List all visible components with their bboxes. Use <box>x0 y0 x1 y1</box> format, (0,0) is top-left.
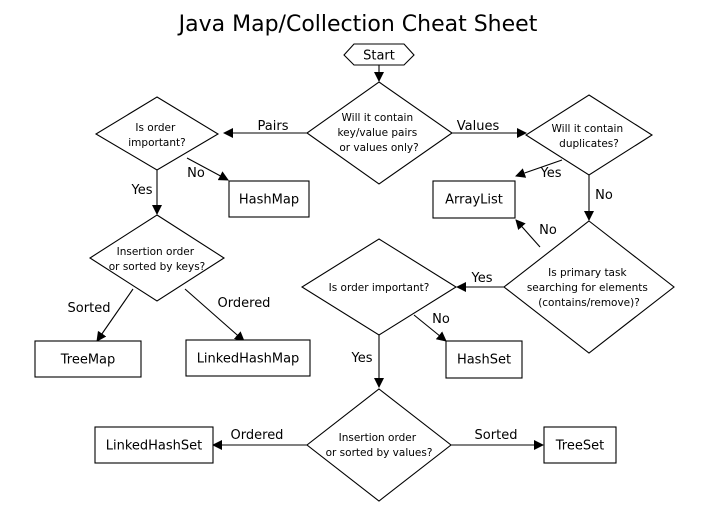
decision-set-insertion-line-2: or sorted by values? <box>326 447 433 459</box>
edge-labels: Pairs Values No Yes Sorted Ordered Yes N… <box>68 119 613 443</box>
decision-map-insertion-line-1: Insertion order <box>117 246 195 258</box>
decision-searching-line-3: (contains/remove)? <box>538 297 640 309</box>
hashmap-label: HashMap <box>239 193 299 208</box>
label-ordered-map: Ordered <box>218 296 271 311</box>
decision-map-insertion: Insertion order or sorted by keys? <box>88 214 226 302</box>
edge-search-no <box>515 219 541 248</box>
label-search-no: No <box>539 223 557 238</box>
start-label: Start <box>363 49 395 64</box>
result-hashset: HashSet <box>445 340 523 379</box>
edges <box>96 65 594 450</box>
decision-map-insertion-line-2: or sorted by keys? <box>109 261 206 273</box>
decision-set-order-line-1: Is order important? <box>329 282 430 294</box>
decision-map-order-line-2: important? <box>128 137 185 149</box>
label-set-order-no: No <box>432 312 450 327</box>
decision-set-order-text: Is order important? <box>329 282 430 294</box>
label-sorted-set: Sorted <box>475 428 518 443</box>
decision-key-value: Will it contain key/value pairs or value… <box>306 81 453 185</box>
linkedhashmap-label: LinkedHashMap <box>197 352 300 367</box>
decision-searching-text: Is primary task searching for elements (… <box>527 267 651 309</box>
edge-map-order-no <box>186 157 229 181</box>
decision-map-insertion-text: Insertion order or sorted by keys? <box>109 246 206 273</box>
decision-duplicates-line-1: Will it contain <box>552 123 624 135</box>
edge-sorted-map <box>96 288 134 342</box>
page-title: Java Map/Collection Cheat Sheet <box>177 12 538 37</box>
edge-duplicates-yes <box>515 159 563 178</box>
decision-duplicates-line-2: duplicates? <box>559 138 619 150</box>
result-linkedhashset: LinkedHashSet <box>94 426 214 464</box>
label-map-order-no: No <box>187 166 205 181</box>
label-search-yes: Yes <box>471 271 493 286</box>
decision-searching-line-2: searching for elements <box>527 282 648 294</box>
treemap-label: TreeMap <box>60 353 116 368</box>
hashset-label: HashSet <box>457 353 511 368</box>
start-node: Start <box>343 43 415 66</box>
label-duplicates-yes: Yes <box>540 166 562 181</box>
decision-duplicates-text: Will it contain duplicates? <box>552 123 627 150</box>
decision-set-insertion: Insertion order or sorted by values? <box>306 388 452 502</box>
result-treemap: TreeMap <box>34 340 142 378</box>
label-ordered-set: Ordered <box>231 428 284 443</box>
decision-key-value-line-3: or values only? <box>339 142 418 154</box>
decision-set-order: Is order important? <box>300 238 458 336</box>
decision-set-insertion-text: Insertion order or sorted by values? <box>326 432 433 459</box>
decision-map-order-text: Is order important? <box>128 122 185 149</box>
decision-key-value-line-1: Will it contain <box>342 112 414 124</box>
result-hashmap: HashMap <box>228 180 310 218</box>
label-values: Values <box>457 119 500 134</box>
treeset-label: TreeSet <box>555 439 604 454</box>
label-duplicates-no: No <box>595 188 613 203</box>
edge-set-order-no <box>413 314 447 342</box>
decision-searching-line-1: Is primary task <box>548 267 627 279</box>
decision-searching: Is primary task searching for elements (… <box>503 220 675 354</box>
decision-key-value-text: Will it contain key/value pairs or value… <box>337 112 420 154</box>
result-arraylist: ArrayList <box>432 180 516 219</box>
linkedhashset-label: LinkedHashSet <box>106 439 203 454</box>
decision-key-value-line-2: key/value pairs <box>337 127 417 139</box>
label-pairs: Pairs <box>258 119 289 134</box>
label-sorted-map: Sorted <box>68 301 111 316</box>
decision-map-order: Is order important? <box>94 96 220 171</box>
decision-set-insertion-line-1: Insertion order <box>339 432 417 444</box>
result-treeset: TreeSet <box>543 426 617 464</box>
decision-map-order-line-1: Is order <box>135 122 176 134</box>
edge-ordered-map <box>184 288 245 342</box>
result-linkedhashmap: LinkedHashMap <box>185 339 311 377</box>
decision-duplicates: Will it contain duplicates? <box>524 94 654 176</box>
label-map-order-yes: Yes <box>131 183 153 198</box>
arraylist-label: ArrayList <box>445 193 503 208</box>
label-set-order-yes: Yes <box>351 351 373 366</box>
